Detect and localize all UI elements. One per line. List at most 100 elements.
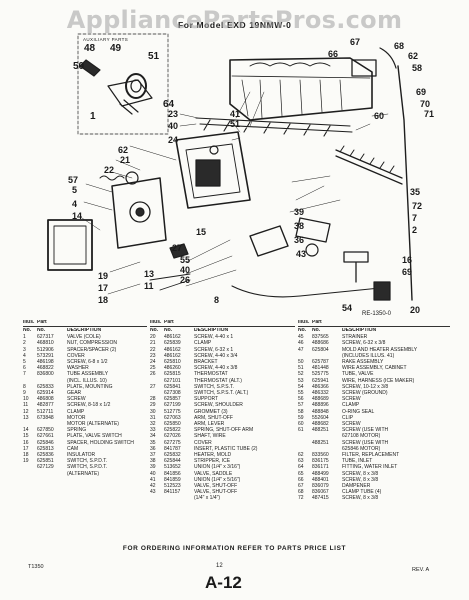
- illus-number: 38: [150, 458, 156, 465]
- part-number: 488896: [312, 402, 329, 409]
- part-number: 486332: [312, 390, 329, 397]
- illus-number: 43: [150, 489, 156, 496]
- illus-number: 24: [150, 359, 156, 365]
- illus-number: 50: [298, 359, 304, 365]
- callout: 54: [342, 303, 353, 313]
- part-description: WIRE ASSEMBLY, CABINET: [342, 365, 407, 372]
- illus-number: 5: [23, 359, 26, 365]
- part-number: 625857: [164, 396, 181, 403]
- callout: 58: [412, 63, 423, 73]
- part-number: 836175: [312, 458, 329, 465]
- rake-assembly: [195, 117, 353, 137]
- callout: 69: [416, 87, 427, 97]
- part-number: 836171: [312, 464, 329, 471]
- part-description: ARM, SHUT-OFF: [194, 414, 233, 421]
- part-description: SCREW, 4-40 x 3/4: [194, 352, 238, 359]
- callout: 23: [168, 109, 179, 119]
- part-number: 627199: [164, 402, 181, 409]
- header-no: No.: [164, 327, 173, 333]
- water-valve-assembly: [249, 217, 331, 257]
- callout: 24: [168, 135, 179, 145]
- part-description: VALVE, SADDLE: [194, 470, 233, 477]
- callout: 51: [230, 119, 241, 129]
- illus-number: 47: [298, 346, 304, 353]
- part-description: CLAMP: [342, 402, 360, 409]
- part-description: PLATE, MOUNTING: [67, 383, 113, 390]
- part-number: [37, 471, 67, 477]
- part-description: MOTOR (ALTERNATE): [67, 421, 119, 428]
- illus-number: 23: [150, 352, 156, 359]
- part-description: O-RING SEAL: [342, 408, 375, 415]
- table-row: (INCL. ILLUS. 10): [23, 378, 147, 384]
- part-number: 836800: [37, 371, 54, 378]
- part-number: 625833: [37, 383, 54, 390]
- part-number: 625851: [37, 458, 54, 465]
- part-description: WASHER: [67, 365, 89, 372]
- part-description: SCREW, SHOULDER: [194, 402, 243, 409]
- part-number: 488689: [312, 396, 329, 403]
- part-number: 841787: [164, 445, 181, 452]
- callout: 43: [296, 249, 307, 259]
- part-description: CAM: [67, 445, 79, 452]
- part-number: 486162: [164, 352, 181, 359]
- illus-number: 4: [23, 352, 26, 359]
- header-description: DESCRIPTION: [67, 327, 102, 333]
- illus-number: 59: [298, 414, 304, 421]
- header-part: Part: [312, 320, 322, 325]
- part-description: CLAMP TUBE (4): [342, 489, 382, 496]
- part-number: 627317: [37, 334, 54, 341]
- table-row: (ALTERNATE): [23, 471, 147, 477]
- callout: 72: [412, 201, 423, 211]
- part-number: 833560: [312, 452, 329, 459]
- part-description: FILTER, REPLACEMENT: [342, 452, 400, 459]
- part-number: 836067: [312, 489, 329, 496]
- part-description: SWITCH, S.P.D.T.: [67, 458, 108, 465]
- part-number: 625832: [164, 452, 181, 459]
- illus-number: 2: [23, 340, 26, 347]
- part-number: 627026: [164, 433, 181, 440]
- illus-number: 65: [298, 470, 304, 477]
- part-number: 487415: [312, 495, 329, 502]
- callout: 8: [214, 295, 220, 305]
- part-number: 841859: [164, 476, 181, 483]
- illus-number: 40: [150, 470, 156, 477]
- table-header-row-2: No. No. DESCRIPTION: [23, 328, 147, 334]
- part-description: BRACKET: [194, 359, 218, 365]
- callout: 14: [72, 211, 83, 221]
- part-number: 627661: [37, 433, 54, 440]
- illus-number: 42: [150, 483, 156, 490]
- illus-number: 7: [23, 371, 26, 378]
- part-description: COVER: [67, 352, 85, 359]
- illus-number: 25: [150, 365, 156, 372]
- table-header-row-2: No. No. DESCRIPTION: [150, 328, 295, 334]
- callout: 62: [118, 145, 129, 155]
- part-number: 468822: [37, 365, 54, 372]
- part-number: 625836: [37, 452, 54, 459]
- part-description: RAKE ASSEMBLY: [342, 359, 384, 365]
- illus-number: 14: [23, 427, 29, 434]
- illus-number: 46: [298, 340, 304, 347]
- header-part: Part: [164, 320, 174, 325]
